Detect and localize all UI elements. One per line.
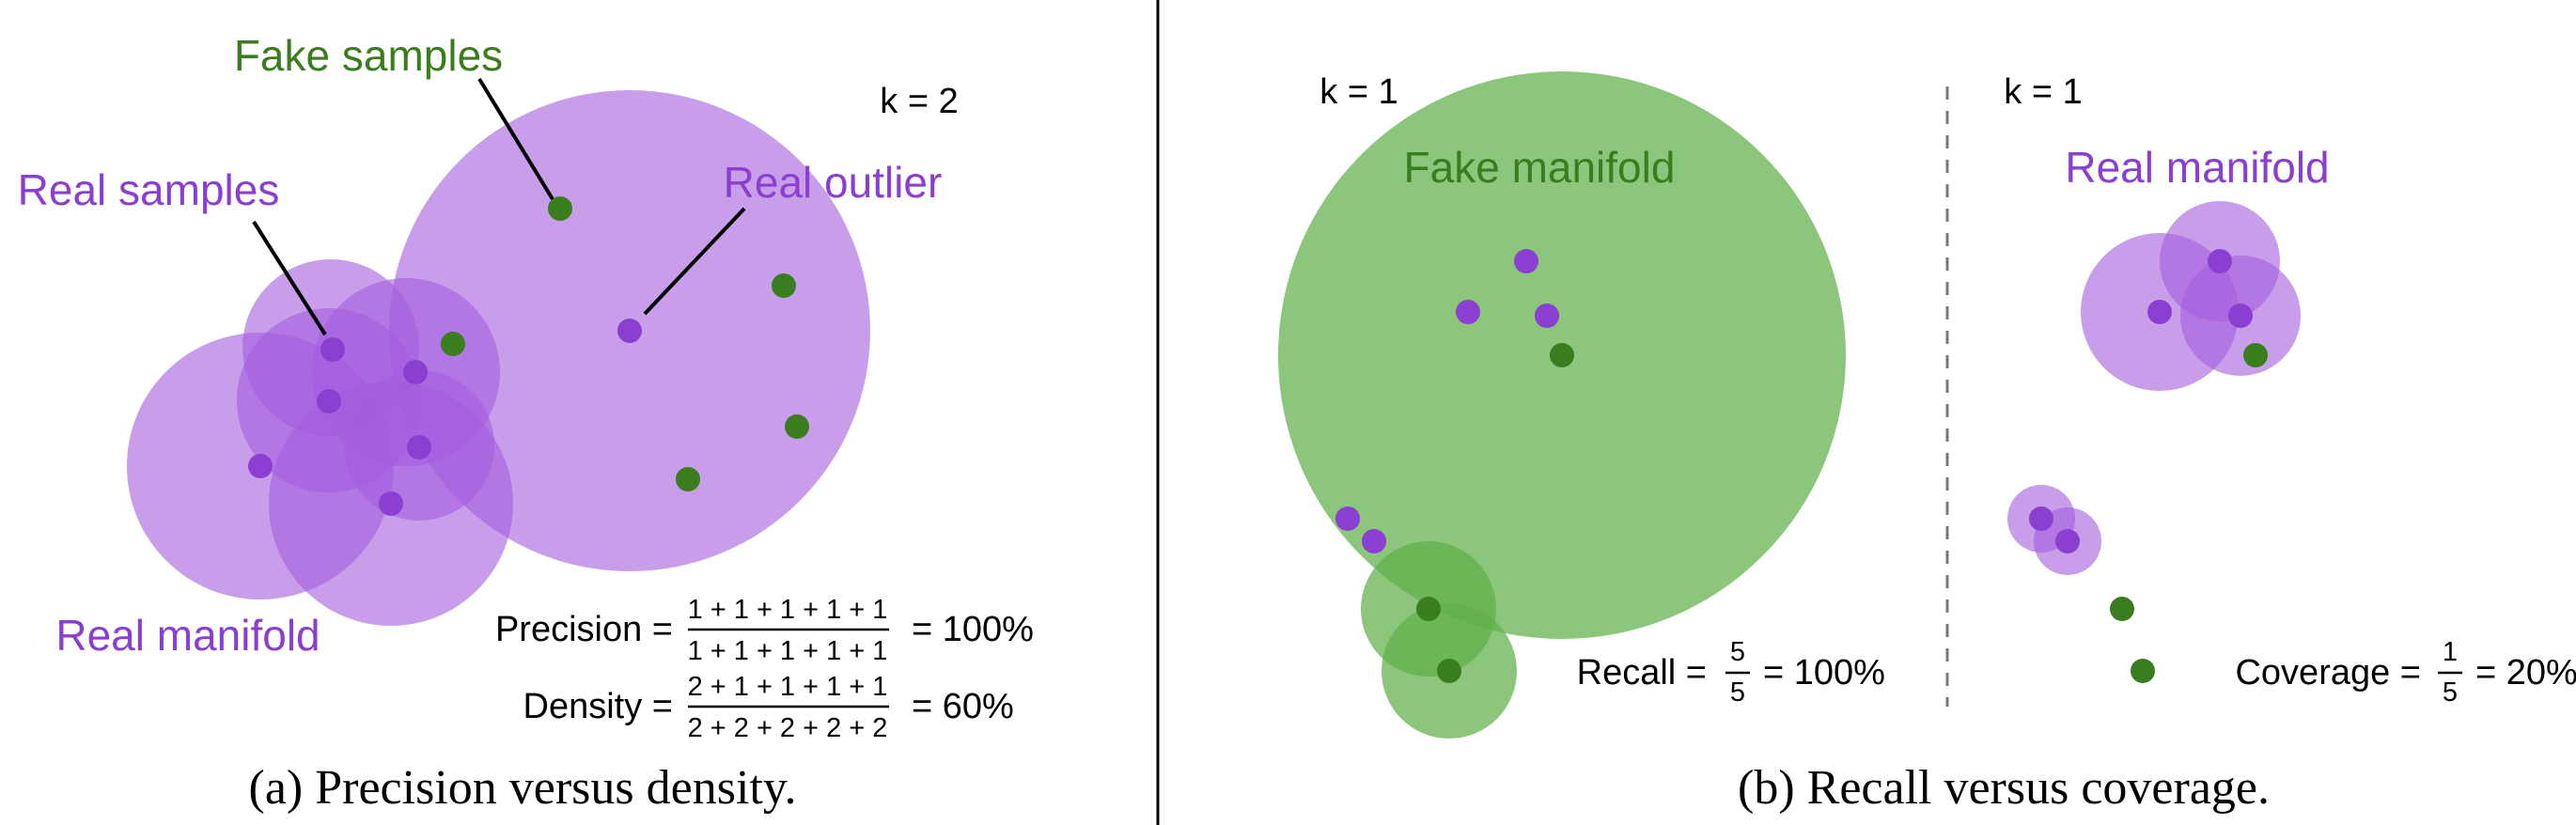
panel-a: Fake samples Real samples Real outlier R… xyxy=(18,31,1034,815)
density-numerator: 2 + 1 + 1 + 1 + 1 xyxy=(688,672,888,702)
precision-result: = 100% xyxy=(912,610,1034,649)
fake-sample-point xyxy=(2243,343,2268,367)
real-sample-point xyxy=(2029,506,2053,531)
fake-sample-point xyxy=(2110,597,2134,621)
panel-a-real-samples xyxy=(248,319,642,516)
label-k-right: k = 1 xyxy=(2004,72,2082,112)
caption-b: (b) Recall versus coverage. xyxy=(1738,761,2270,815)
leader-real-samples xyxy=(252,220,327,336)
coverage-result: = 20% xyxy=(2475,653,2576,693)
panel-b-left: k = 1 Fake manifold Recall = 5 5 = 100% xyxy=(1278,71,1885,739)
recall-result: = 100% xyxy=(1763,653,1885,693)
label-real-manifold-right: Real manifold xyxy=(2065,143,2329,192)
coverage-label: Coverage = xyxy=(2235,653,2421,693)
fake-sample-point xyxy=(548,196,572,221)
panel-b-right: k = 1 Real manifold Coverage = 1 5 = 20% xyxy=(2004,72,2576,708)
coverage-numerator: 1 xyxy=(2443,637,2458,667)
recall-numerator: 5 xyxy=(1730,637,1745,667)
label-k: k = 2 xyxy=(880,82,958,121)
real-sample-point xyxy=(2208,249,2232,273)
coverage-formula: Coverage = 1 5 = 20% xyxy=(2235,637,2576,708)
real-sample-point xyxy=(248,454,273,478)
precision-formula: Precision = 1 + 1 + 1 + 1 + 1 1 + 1 + 1 … xyxy=(495,595,1034,666)
leader-real-outlier xyxy=(643,207,746,316)
recall-formula: Recall = 5 5 = 100% xyxy=(1577,637,1885,708)
label-fake-manifold: Fake manifold xyxy=(1404,143,1676,192)
fake-sample-point xyxy=(441,332,465,356)
fake-sample-point xyxy=(1437,659,1461,683)
density-denominator: 2 + 2 + 2 + 2 + 2 xyxy=(688,713,888,743)
fake-sample-point xyxy=(676,467,700,491)
panel-b-left-real-samples xyxy=(1335,249,1559,553)
label-fake-samples: Fake samples xyxy=(234,31,503,80)
panel-b-left-fake-samples xyxy=(1416,343,1574,683)
fake-sample-point xyxy=(1416,597,1441,621)
real-sample-point xyxy=(1456,300,1480,324)
coverage-denominator: 5 xyxy=(2443,677,2458,708)
real-sample-point xyxy=(320,337,345,362)
density-label: Density = xyxy=(523,687,673,726)
real-sample-point xyxy=(617,319,642,343)
real-sample-point xyxy=(407,435,431,459)
label-real-manifold: Real manifold xyxy=(55,611,320,660)
real-sample-point xyxy=(403,360,428,384)
label-real-samples: Real samples xyxy=(18,165,280,214)
fake-sample-point xyxy=(772,273,796,298)
real-sample-point xyxy=(1362,529,1386,553)
density-result: = 60% xyxy=(912,687,1014,726)
real-sample-point xyxy=(2147,300,2172,324)
panel-a-fake-samples xyxy=(441,196,809,491)
recall-denominator: 5 xyxy=(1730,677,1745,708)
leader-fake-samples xyxy=(477,77,554,201)
fake-sample-point xyxy=(785,414,809,439)
real-sample-point xyxy=(2228,304,2253,328)
real-sample-point xyxy=(379,491,403,516)
precision-label: Precision = xyxy=(495,610,673,649)
fake-sample-point xyxy=(2131,659,2155,683)
panel-a-leader-lines xyxy=(252,77,746,336)
density-formula: Density = 2 + 1 + 1 + 1 + 1 2 + 2 + 2 + … xyxy=(523,672,1014,743)
real-sample-point xyxy=(1514,249,1538,273)
label-real-outlier: Real outlier xyxy=(724,158,943,207)
real-sample-point xyxy=(1335,506,1360,531)
panel-b: k = 1 Fake manifold Recall = 5 5 = 100% xyxy=(1278,71,2576,815)
label-k-left: k = 1 xyxy=(1319,72,1397,112)
precision-denominator: 1 + 1 + 1 + 1 + 1 xyxy=(688,636,888,666)
precision-numerator: 1 + 1 + 1 + 1 + 1 xyxy=(688,595,888,625)
real-sample-point xyxy=(1535,304,1559,328)
real-sample-point xyxy=(2055,529,2080,553)
recall-label: Recall = xyxy=(1577,653,1707,693)
fake-sample-point xyxy=(1550,343,1574,367)
caption-a: (a) Precision versus density. xyxy=(249,761,797,815)
panel-b-right-real-samples xyxy=(2029,249,2253,553)
panel-b-right-fake-samples xyxy=(2110,343,2268,683)
real-sample-point xyxy=(317,389,341,413)
